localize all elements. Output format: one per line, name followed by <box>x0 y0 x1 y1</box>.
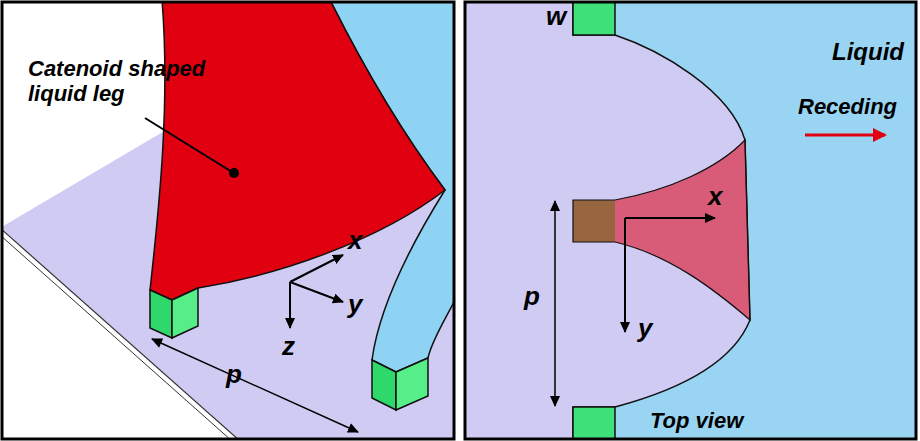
receded-area <box>465 2 750 439</box>
axis-arrow <box>625 217 715 219</box>
view-label: Top view <box>650 408 743 433</box>
pillar-face <box>372 360 396 410</box>
top-view-panel <box>465 2 916 439</box>
pillar-square <box>573 2 615 35</box>
receding-arrow <box>805 134 885 137</box>
perspective-panel <box>2 2 454 439</box>
catenoid-leg-footprint <box>573 140 750 320</box>
region-label: Liquid <box>832 38 904 66</box>
leader-dot <box>229 168 239 178</box>
pillar-face <box>396 358 428 410</box>
pillar-square <box>573 407 615 439</box>
axis-arrow <box>290 255 343 282</box>
axis-arrow <box>290 282 343 302</box>
panel-frame <box>465 2 916 439</box>
axis-label: x <box>708 182 722 212</box>
panel-frame <box>2 2 454 439</box>
catenoid-leg <box>150 2 445 300</box>
axis-label: z <box>282 332 295 362</box>
leader-line <box>145 118 232 172</box>
substrate-sheet <box>2 2 454 439</box>
axis-label: y <box>638 314 652 344</box>
dimension-arrow <box>152 339 358 432</box>
callout-label: Catenoid shaped liquid leg <box>28 56 218 107</box>
pillar-face <box>172 288 198 338</box>
arrow-label: Receding <box>798 94 897 119</box>
dimension-arrow <box>554 201 556 406</box>
axis-arrow <box>289 282 291 328</box>
axis-arrow <box>624 218 626 332</box>
axis-label: y <box>348 290 362 320</box>
dimension-label: w <box>546 2 566 32</box>
dimension-label: p <box>524 282 540 312</box>
axis-label: x <box>348 226 362 256</box>
dimension-label: p <box>226 360 242 390</box>
pillar-face <box>150 290 172 338</box>
